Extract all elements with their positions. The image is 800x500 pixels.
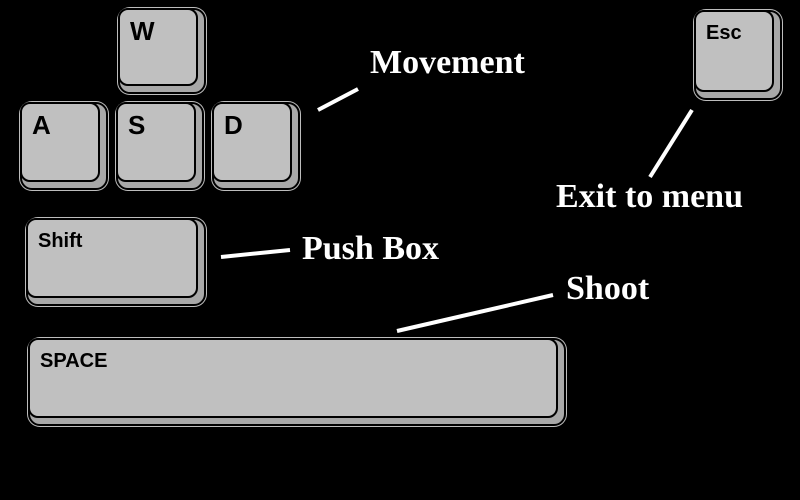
key-face: Shift — [26, 218, 198, 298]
shoot-pointer-line — [396, 293, 554, 333]
push-pointer-line — [220, 248, 291, 259]
key-s: S — [116, 102, 204, 190]
exit-caption: Exit to menu — [556, 178, 743, 215]
key-w-label: W — [130, 16, 155, 46]
movement-pointer-line — [317, 87, 359, 112]
movement-caption: Movement — [370, 44, 525, 81]
key-esc-label: Esc — [706, 22, 742, 44]
key-space: SPACE — [28, 338, 566, 426]
key-face: A — [20, 102, 100, 182]
key-face: S — [116, 102, 196, 182]
key-esc: Esc — [694, 10, 782, 100]
exit-pointer-line — [648, 108, 694, 179]
key-face: SPACE — [28, 338, 558, 418]
key-shift-label: Shift — [38, 230, 83, 252]
key-face: Esc — [694, 10, 774, 92]
key-s-label: S — [128, 110, 146, 140]
key-w: W — [118, 8, 206, 94]
key-face: D — [212, 102, 292, 182]
key-d-label: D — [224, 110, 243, 140]
key-a-label: A — [32, 110, 51, 140]
shoot-caption: Shoot — [566, 270, 650, 307]
key-space-label: SPACE — [40, 350, 108, 372]
push-box-caption: Push Box — [302, 230, 439, 267]
key-a: A — [20, 102, 108, 190]
key-d: D — [212, 102, 300, 190]
key-face: W — [118, 8, 198, 86]
key-shift: Shift — [26, 218, 206, 306]
